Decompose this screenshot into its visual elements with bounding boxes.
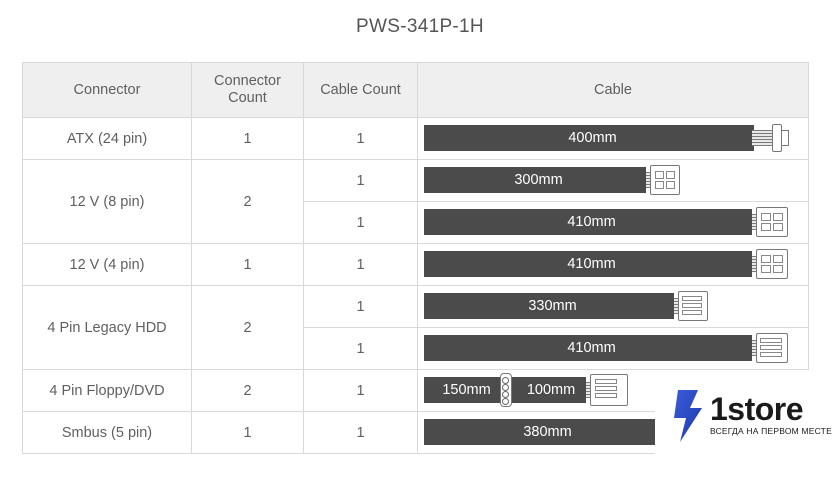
cable-count: 1 — [303, 201, 418, 244]
connector-name: 4 Pin Floppy/DVD — [22, 369, 192, 412]
wire-bundle — [674, 298, 680, 314]
connector-name: 4 Pin Legacy HDD — [22, 285, 192, 370]
header-cable-count: Cable Count — [303, 62, 418, 118]
table-row: 1 410mm — [23, 327, 809, 370]
cpu-4pin-connector-icon — [756, 249, 788, 279]
cable-length: 150mm — [424, 377, 502, 403]
header-connector-count-line1: Connector — [214, 73, 281, 89]
wire-bundle — [646, 172, 652, 188]
wire-bundle — [586, 382, 592, 398]
cable-length: 300mm — [424, 167, 646, 193]
pcie-8pin-connector-icon — [650, 165, 680, 195]
wire-bundle — [752, 214, 758, 230]
wire-bundle — [752, 340, 758, 356]
cable-length: 410mm — [424, 209, 752, 235]
cable-length: 410mm — [424, 251, 752, 277]
cable-count: 1 — [303, 327, 418, 370]
cable-count: 1 — [303, 159, 418, 202]
atx-24pin-connector-icon — [772, 124, 782, 152]
pcie-8pin-connector-icon — [756, 207, 788, 237]
header-connector-count: Connector Count — [191, 62, 304, 118]
cable-diagram: 410mm — [417, 327, 809, 370]
connector-name: 12 V (4 pin) — [22, 243, 192, 286]
table-row: 4 Pin Legacy HDD 2 1 330mm — [22, 285, 809, 370]
lightning-bolt-icon — [674, 390, 702, 442]
table-header-row: Connector Connector Count Cable Count Ca… — [22, 62, 809, 118]
molex-inline-connector-icon — [500, 373, 512, 407]
header-cable: Cable — [417, 62, 809, 118]
table-row: 12 V (4 pin) 1 1 410mm — [22, 243, 809, 286]
connector-name: 12 V (8 pin) — [22, 159, 192, 244]
cable-diagram: 300mm — [417, 159, 809, 202]
connector-name: Smbus (5 pin) — [22, 411, 192, 454]
connector-count: 1 — [191, 117, 304, 160]
table-row: ATX (24 pin) 1 1 400mm — [22, 117, 809, 160]
cable-length-secondary: 100mm — [512, 377, 586, 403]
connector-name: ATX (24 pin) — [22, 117, 192, 160]
molex-4pin-connector-icon — [678, 291, 708, 321]
cable-count: 1 — [303, 369, 418, 412]
header-connector-count-line2: Count — [228, 90, 267, 106]
table-row: 12 V (8 pin) 2 1 300mm — [22, 159, 809, 244]
cable-count: 1 — [303, 285, 418, 328]
connector-count: 2 — [191, 285, 304, 370]
cable-count: 1 — [303, 411, 418, 454]
cable-diagram: 330mm — [417, 285, 809, 328]
molex-4pin-connector-icon — [756, 333, 788, 363]
floppy-4pin-connector-icon — [590, 374, 628, 406]
header-connector: Connector — [22, 62, 192, 118]
connector-latch-icon — [782, 130, 789, 146]
cable-length: 410mm — [424, 335, 752, 361]
watermark-tagline: ВСЕГДА НА ПЕРВОМ МЕСТЕ — [710, 426, 832, 436]
connector-spec-table: Connector Connector Count Cable Count Ca… — [22, 62, 809, 454]
cable-length: 330mm — [424, 293, 674, 319]
connector-count: 1 — [191, 243, 304, 286]
wire-bundle — [752, 256, 758, 272]
connector-count: 2 — [191, 369, 304, 412]
wire-bundle — [752, 130, 774, 146]
cable-diagram: 410mm — [417, 201, 809, 244]
connector-count: 1 — [191, 411, 304, 454]
cable-length: 400mm — [424, 125, 754, 151]
cable-length: 380mm — [424, 419, 664, 445]
watermark-brand: 1store — [710, 391, 804, 427]
cable-count: 1 — [303, 243, 418, 286]
cable-diagram: 400mm — [417, 117, 809, 160]
connector-count: 2 — [191, 159, 304, 244]
cable-count: 1 — [303, 117, 418, 160]
cable-diagram: 410mm — [417, 243, 809, 286]
page-title: PWS-341P-1H — [356, 16, 484, 37]
